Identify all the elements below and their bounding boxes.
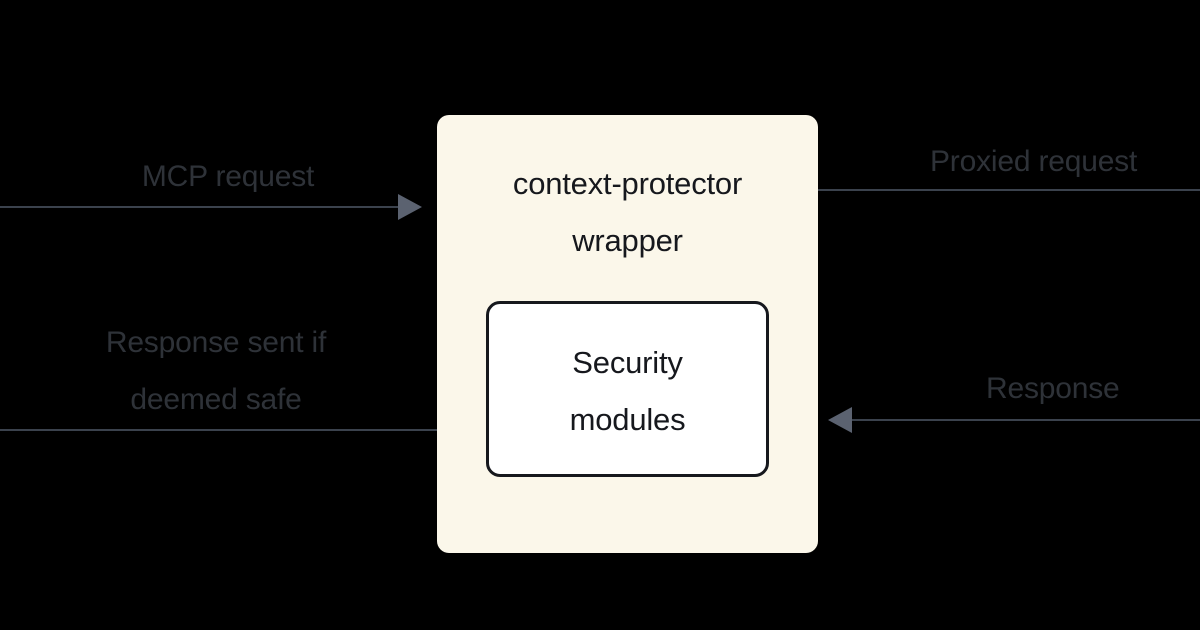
edge-line-mcp-request [0, 206, 400, 208]
security-modules-node: Security modules [486, 301, 769, 477]
arrowhead-left-response [828, 407, 852, 433]
edge-line-proxied-request [818, 189, 1200, 191]
wrapper-node-label: context-protector wrapper [512, 166, 743, 258]
edge-label-response: Response [986, 372, 1120, 405]
edge-label-proxied-request: Proxied request [930, 145, 1138, 178]
edge-label-mcp-request: MCP request [141, 160, 315, 193]
edge-line-response [852, 419, 1200, 421]
security-modules-label: Security modules [569, 345, 686, 437]
edge-line-response-safe [0, 429, 437, 431]
arrowhead-right-mcp-request [398, 194, 422, 220]
context-protector-wrapper-node: context-protector wrapper Security modul… [437, 115, 818, 553]
edge-label-response-safe: Response sent if deemed safe [105, 326, 327, 416]
